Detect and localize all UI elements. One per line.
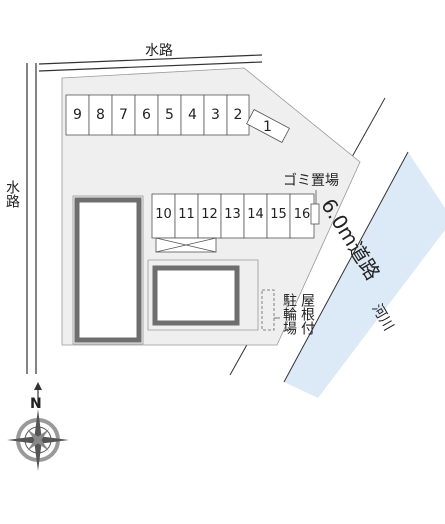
parking-slot-8: 8: [96, 107, 105, 123]
parking-slot-15: 15: [270, 207, 287, 222]
building-left: [74, 197, 142, 343]
road-edge-right: [283, 151, 409, 383]
canal-top-label: 水路: [145, 43, 173, 59]
fence-outline: [147, 259, 259, 331]
parking-slot-1: 1: [263, 119, 272, 135]
canal-top-line1: [38, 54, 263, 65]
bike-parking-label: 駐輪場: [281, 293, 297, 335]
parking-slot-14: 14: [247, 207, 264, 222]
parking-slot-16: 16: [293, 207, 311, 222]
garbage-box: [310, 203, 320, 225]
parking-slot-12: 12: [201, 207, 218, 222]
river: [284, 152, 445, 398]
bike-parking-area: [261, 289, 275, 331]
parking-slot-5: 5: [165, 107, 174, 123]
parking-slot-4: 4: [188, 107, 197, 123]
parking-slot-9: 9: [73, 107, 82, 123]
parking-slot-11: 11: [178, 207, 195, 222]
parking-slot-10: 10: [155, 207, 172, 222]
compass-rose: [7, 382, 69, 471]
parking-slot-2: 2: [233, 107, 243, 123]
building-right: [152, 265, 240, 326]
parking-row-top: [65, 94, 250, 136]
compass-north-label: N: [30, 396, 42, 412]
parking-slot-1-box: [246, 109, 290, 143]
parking-slot-13: 13: [224, 207, 241, 222]
garbage-label: ゴミ置場: [283, 173, 339, 189]
canal-top-line2: [38, 61, 263, 72]
parking-slot-7: 7: [119, 107, 128, 123]
canal-left-label: 水路: [4, 180, 20, 208]
roof-label: 屋根付: [299, 293, 315, 335]
parking-slot-6: 6: [142, 107, 151, 123]
parking-slot-3: 3: [211, 107, 220, 123]
